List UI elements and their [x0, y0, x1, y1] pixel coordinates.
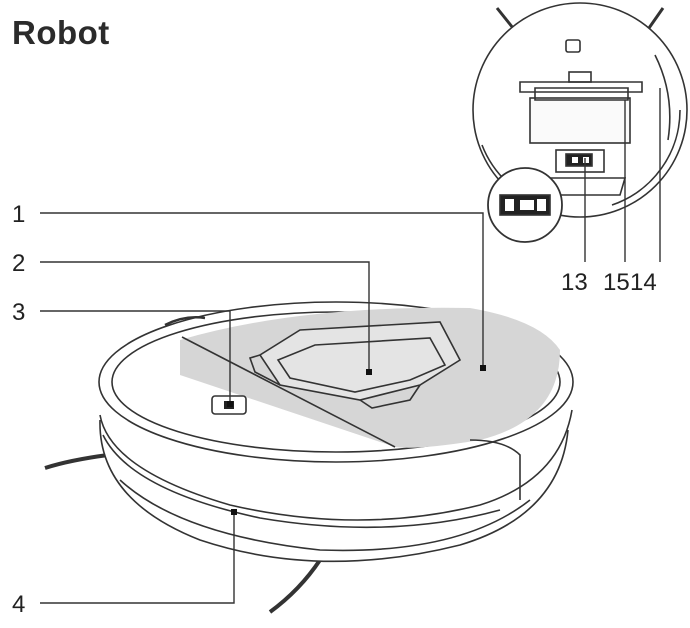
leader-line-1 [40, 212, 484, 368]
main-brush-frame [534, 87, 629, 101]
callout-15: 15 [603, 269, 630, 296]
bumper-notch [469, 439, 521, 500]
bumper-line [102, 434, 501, 529]
cover-edge [181, 336, 396, 448]
body-skirt [99, 419, 569, 563]
callout-4: 4 [12, 591, 25, 618]
front-caster [565, 39, 581, 53]
main-brush-compartment [529, 97, 631, 144]
bumper-band [99, 409, 573, 521]
callout-2: 2 [12, 250, 25, 277]
skirt-line [119, 479, 531, 552]
contact-slot [572, 157, 578, 163]
body-lip [164, 316, 206, 327]
bin-handle [248, 354, 281, 386]
bumper-arc [611, 109, 681, 206]
leader-line-3 [40, 310, 231, 404]
leader-dot-1 [480, 365, 486, 371]
callout-13: 13 [561, 269, 588, 296]
leader-dot-3 [227, 401, 233, 407]
dust-bin-inner [276, 337, 447, 393]
front-side-brush [268, 558, 322, 614]
callout-leaders [40, 212, 484, 604]
bin-latch [359, 384, 421, 409]
left-side-brush [44, 453, 109, 470]
leader-line-4 [40, 512, 235, 604]
inset-slot [520, 200, 534, 210]
callout-3: 3 [12, 299, 25, 326]
bumper-arc [654, 54, 671, 141]
top-rim [111, 311, 561, 453]
robot-body [44, 301, 574, 614]
leader-dot-2 [366, 369, 372, 375]
side-brush-bristle [495, 7, 515, 29]
side-brush-bristle [647, 7, 665, 29]
callout-1: 1 [12, 201, 25, 228]
inset-slot [537, 199, 546, 211]
inset-slot [505, 199, 514, 211]
guard-clip [568, 71, 592, 83]
leader-dot-4 [231, 509, 237, 515]
bottom-view [472, 2, 688, 262]
diagram-title: Robot [12, 14, 110, 51]
leader-line-2 [40, 261, 370, 372]
brush-guard [519, 81, 643, 93]
callout-14: 14 [630, 269, 657, 296]
contact-slot [583, 157, 589, 163]
leader-dots [227, 365, 486, 515]
